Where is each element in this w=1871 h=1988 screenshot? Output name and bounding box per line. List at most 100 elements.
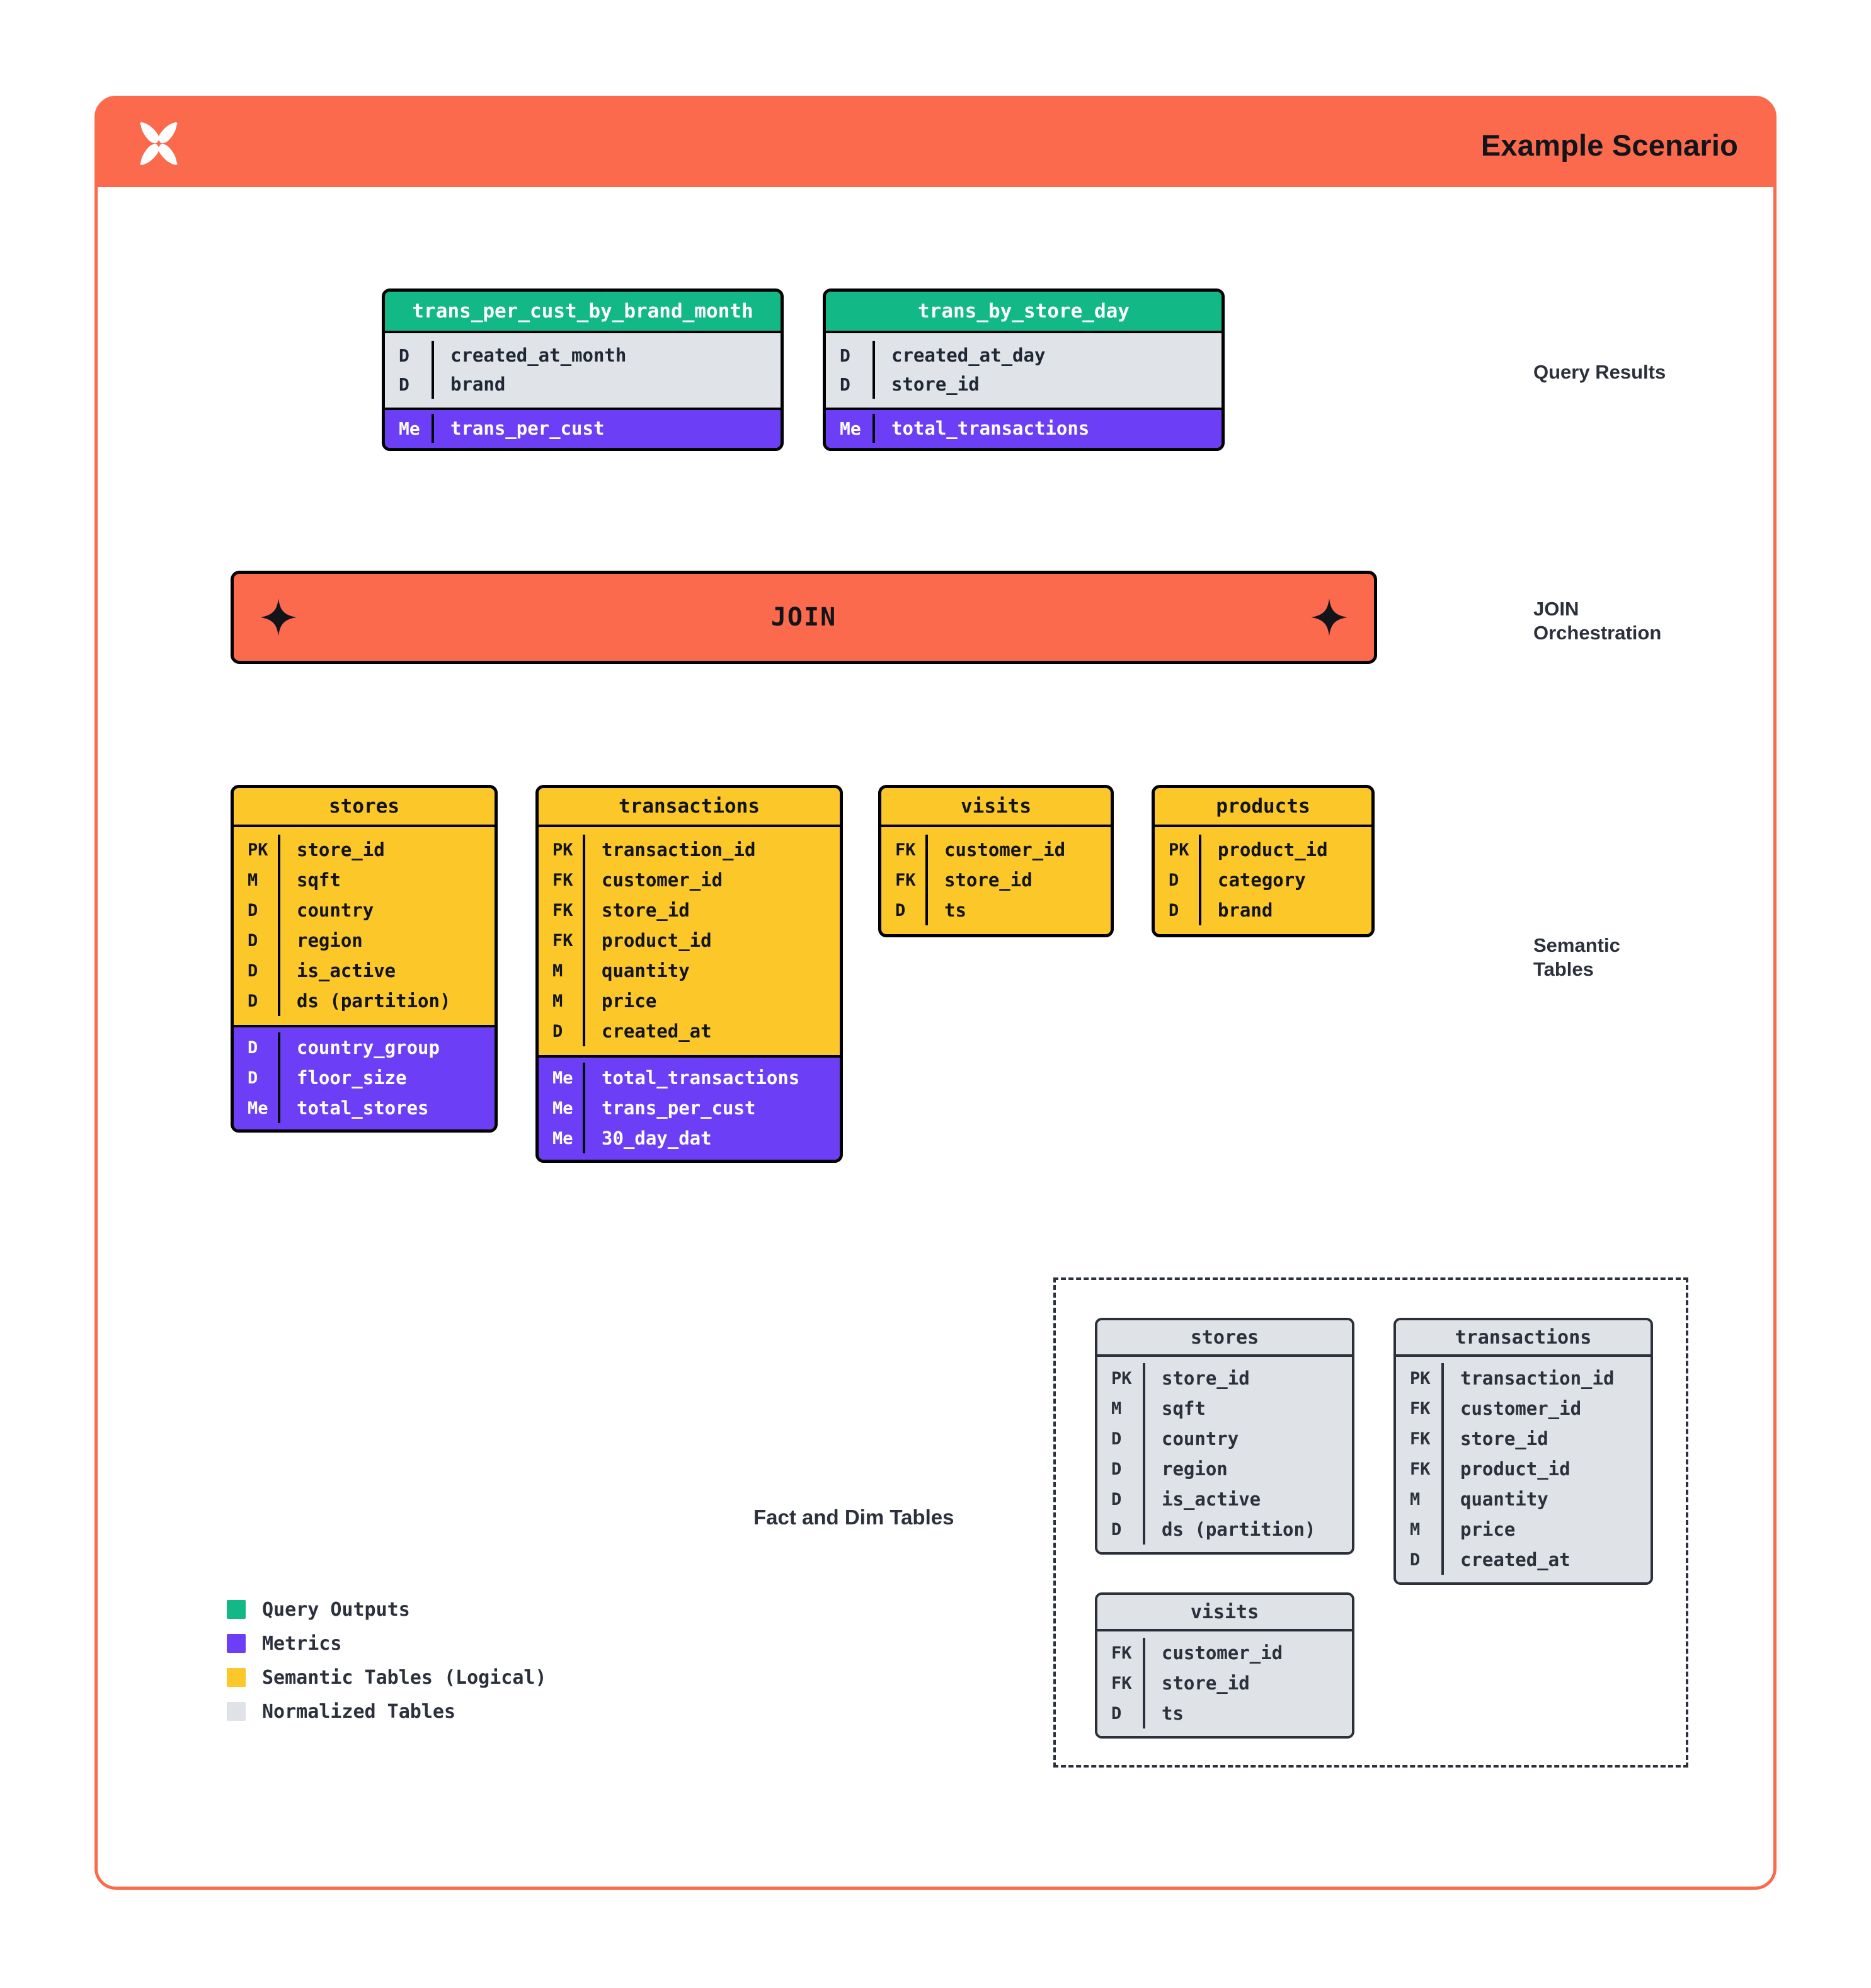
legend-label: Normalized Tables: [262, 1700, 456, 1723]
row-field: customer_id: [602, 869, 723, 891]
table-row[interactable]: D store_id: [826, 370, 1222, 399]
row-key: Me: [385, 414, 434, 443]
row-field: customer_id: [944, 839, 1066, 860]
dimensions-section: D created_at_month D brand: [385, 331, 781, 408]
row-field: product_id: [1460, 1458, 1571, 1480]
row-key: M: [539, 956, 585, 986]
annotation-query-results: Query Results: [1533, 361, 1666, 383]
row-field: ts: [1162, 1703, 1184, 1724]
row-key: PK: [1155, 835, 1201, 865]
row-field: store_id: [1162, 1672, 1250, 1694]
row-key: M: [234, 865, 280, 895]
row-field: sqft: [297, 869, 341, 891]
dimensions-section: D created_at_day D store_id: [826, 331, 1222, 408]
row-key: D: [234, 986, 280, 1016]
row-field: total_stores: [297, 1097, 429, 1119]
row-key: FK: [1396, 1454, 1444, 1484]
table-row[interactable]: Me trans_per_cust: [385, 414, 781, 443]
table-row[interactable]: FK product_id: [1396, 1454, 1651, 1484]
row-key: D: [234, 956, 280, 986]
row-key: Me: [539, 1063, 585, 1093]
row-key: D: [385, 370, 434, 399]
row-field: store_id: [1162, 1368, 1250, 1389]
query-result-table-trans-by-store-day[interactable]: trans_by_store_day D created_at_day D st…: [823, 288, 1225, 451]
table-row[interactable]: D brand: [385, 370, 781, 399]
join-orchestration-bar[interactable]: JOIN: [231, 571, 1377, 664]
legend-label: Semantic Tables (Logical): [262, 1666, 547, 1689]
table-row[interactable]: D created_at_day: [826, 341, 1222, 370]
table-row[interactable]: Me total_transactions: [826, 414, 1222, 443]
row-field: store_id: [1460, 1428, 1548, 1449]
annotation-join-orchestration: JOIN Orchestration: [1533, 597, 1661, 645]
row-field: transaction_id: [602, 839, 756, 860]
row-field: brand: [1218, 900, 1273, 921]
row-key: M: [1396, 1484, 1444, 1514]
table-row[interactable]: PK product_id: [1155, 835, 1371, 865]
row-field: product_id: [1218, 839, 1328, 860]
table-title: visits: [881, 788, 1111, 827]
query-result-table-trans-per-cust-by-brand-month[interactable]: trans_per_cust_by_brand_month D created_…: [382, 288, 784, 451]
sparkle-icon: [1311, 598, 1347, 636]
row-key: D: [826, 370, 875, 399]
row-field: floor_size: [297, 1067, 407, 1088]
row-key: D: [1155, 865, 1201, 895]
legend: Query Outputs Metrics Semantic Tables (L…: [227, 1592, 547, 1728]
legend-swatch-green: [227, 1600, 246, 1619]
row-key: PK: [234, 835, 280, 865]
row-key: D: [234, 1063, 280, 1093]
table-row[interactable]: D created_at_month: [385, 341, 781, 370]
annotation-semantic-tables: Semantic Tables: [1533, 934, 1620, 981]
legend-swatch-purple: [227, 1634, 246, 1653]
row-field: store_id: [891, 374, 980, 395]
row-key: M: [1097, 1393, 1145, 1424]
